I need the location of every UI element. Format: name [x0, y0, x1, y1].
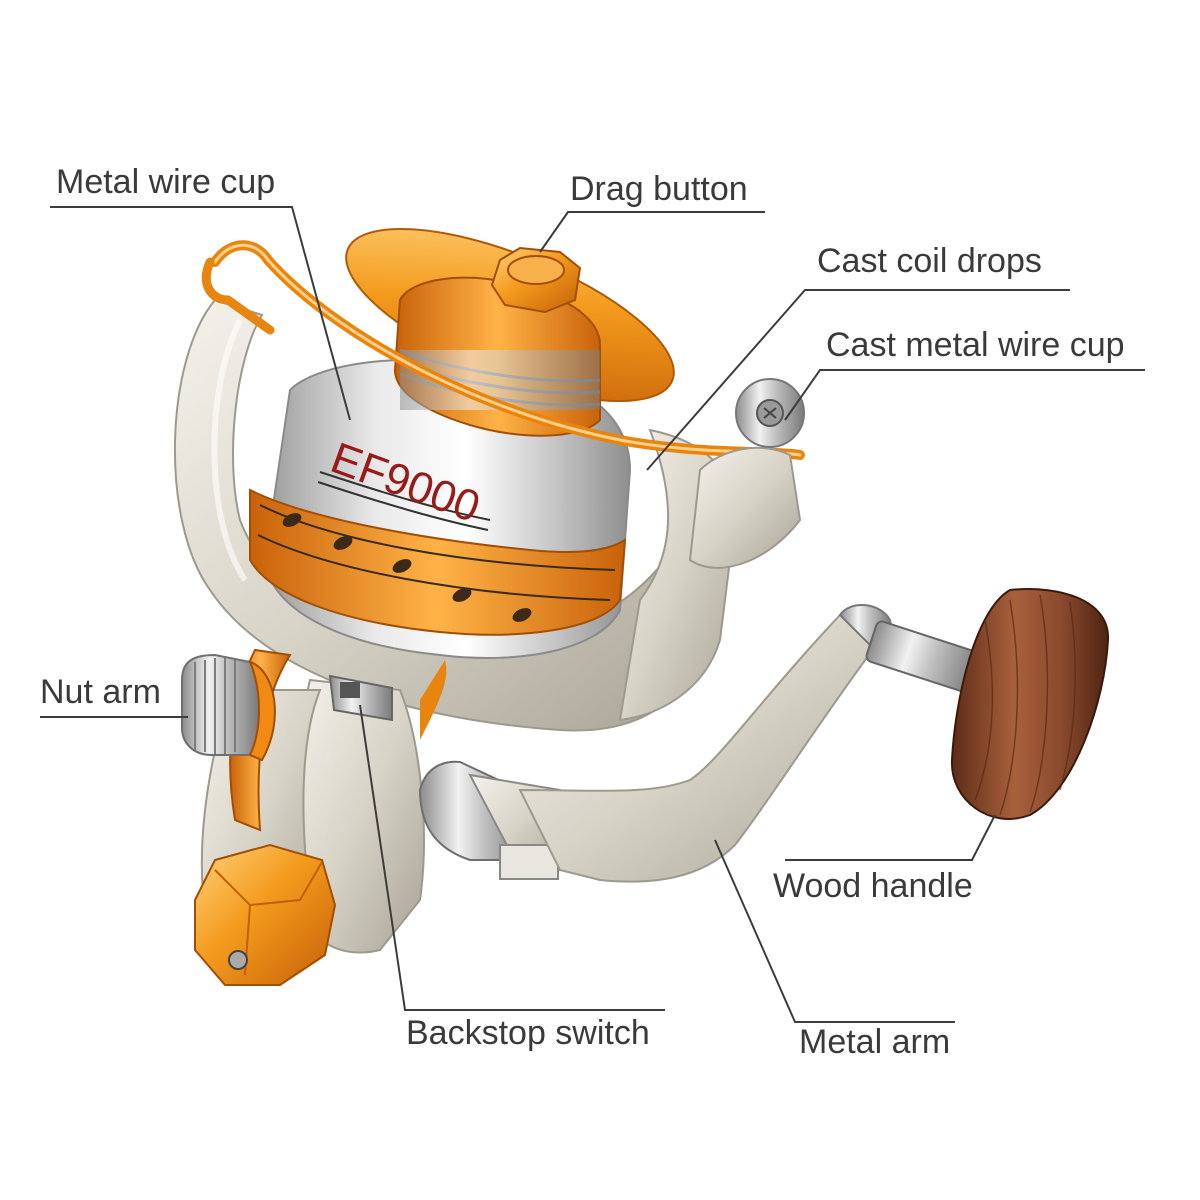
side-nut — [181, 653, 276, 762]
wood-knob — [950, 588, 1110, 820]
leader-cast-coil-drops — [646, 289, 1070, 471]
leader-metal-wire-cup — [50, 206, 351, 421]
label-metal-wire-cup: Metal wire cup — [56, 163, 276, 201]
leader-wood-handle — [785, 814, 996, 861]
leader-cast-metal-wire-cup — [784, 369, 1145, 421]
crank-arm — [518, 603, 983, 883]
label-backstop-switch: Backstop switch — [406, 1014, 650, 1052]
leader-drag-button — [539, 211, 765, 253]
label-drag-button: Drag button — [570, 170, 748, 208]
bail-wire — [201, 240, 805, 460]
label-cast-coil-drops: Cast coil drops — [817, 242, 1042, 280]
leader-backstop-switch — [359, 704, 665, 1011]
backstop-lever — [328, 674, 393, 722]
label-cast-metal-wire-cup: Cast metal wire cup — [826, 326, 1125, 364]
label-metal-arm: Metal arm — [799, 1023, 951, 1061]
leader-metal-arm — [714, 839, 955, 1023]
drag-knob — [490, 246, 582, 314]
label-nut-arm: Nut arm — [40, 673, 161, 711]
line-roller — [688, 378, 805, 569]
leader-lines — [40, 206, 1145, 1023]
end-cap — [194, 843, 337, 986]
label-wood-handle: Wood handle — [773, 867, 973, 905]
